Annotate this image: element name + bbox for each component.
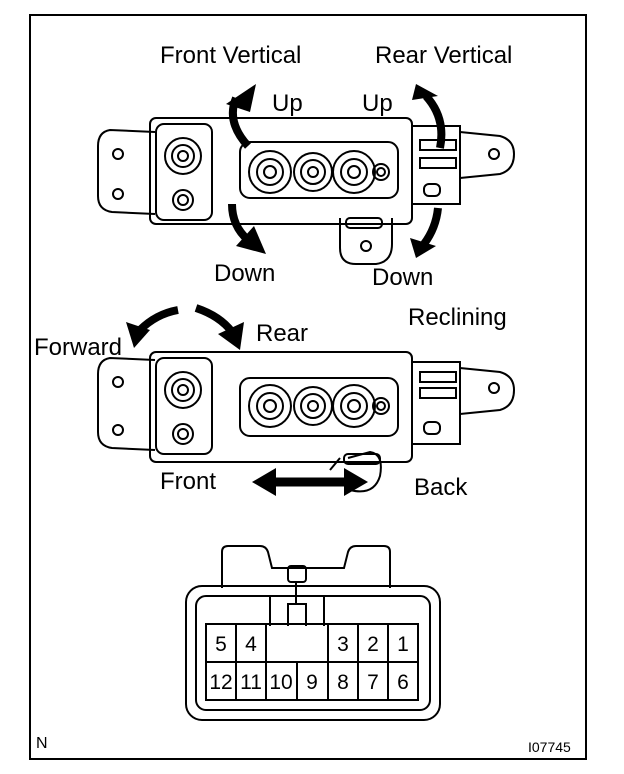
pin-label: 7	[367, 671, 379, 694]
rear-down-arrow	[410, 207, 442, 258]
front-back-arrow	[252, 457, 368, 496]
front-down-arrow	[228, 203, 266, 254]
pin-label: 5	[215, 633, 227, 656]
forward-arrow	[126, 306, 179, 348]
figure-frame	[29, 14, 587, 760]
front-up-arrow	[226, 84, 256, 149]
connector-pin-grid	[205, 623, 419, 701]
rear-label: Rear	[256, 320, 309, 347]
pin-label: 11	[240, 671, 262, 694]
forward-label: Forward	[34, 334, 123, 361]
pin-label: 12	[209, 671, 233, 694]
pin-label: 6	[397, 671, 409, 694]
front-down-label: Down	[214, 260, 276, 287]
rear-down-label: Down	[372, 264, 434, 291]
pin-label: 8	[337, 671, 349, 694]
pin-label: 4	[245, 633, 257, 656]
lower-switch-body	[97, 351, 516, 493]
pin-label: 9	[306, 671, 318, 694]
figure-code: I07745	[528, 739, 571, 755]
reclining-label: Reclining	[408, 304, 507, 331]
pin-label: 3	[337, 633, 349, 656]
pin-label: 10	[269, 671, 293, 694]
rear-vertical-label: Rear Vertical	[375, 42, 513, 69]
front-label: Front	[160, 468, 217, 495]
back-label: Back	[414, 474, 468, 501]
upper-switch-body	[97, 117, 516, 265]
front-up-label: Up	[272, 90, 303, 117]
corner-letter: N	[36, 735, 48, 752]
rear-arrow	[194, 304, 244, 350]
rear-up-arrow	[412, 84, 446, 149]
pin-label: 2	[367, 633, 379, 656]
front-vertical-label: Front Vertical	[160, 42, 302, 69]
pin-label: 1	[397, 633, 409, 656]
rear-up-label: Up	[362, 90, 393, 117]
